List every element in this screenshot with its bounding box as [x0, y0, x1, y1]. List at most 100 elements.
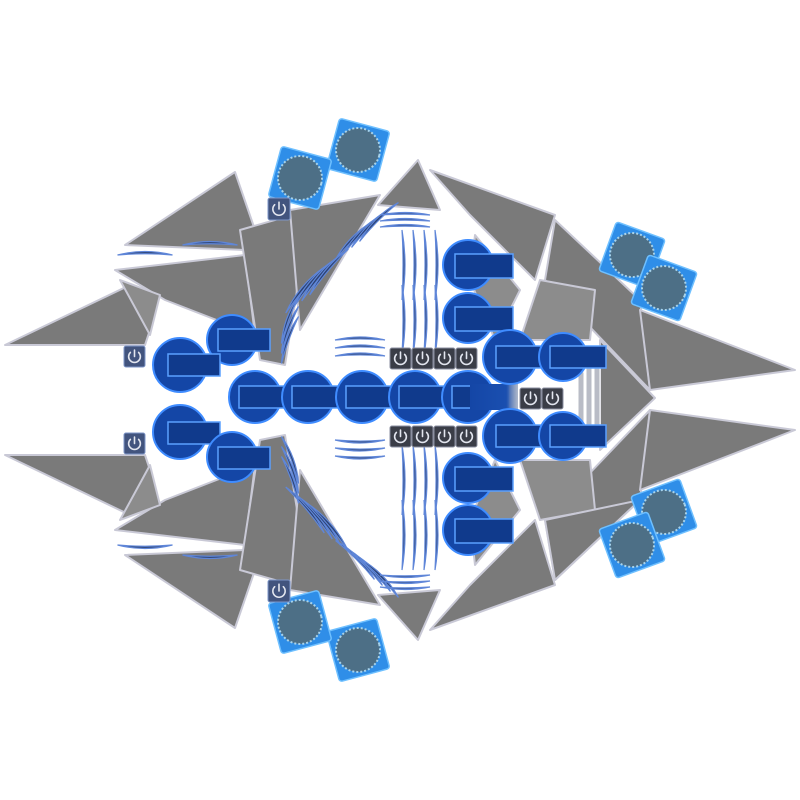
- power-switch[interactable]: [519, 387, 542, 410]
- module-barrel: [454, 518, 514, 544]
- blade-fin: [117, 250, 173, 256]
- power-switch[interactable]: [433, 425, 456, 448]
- power-switch[interactable]: [433, 347, 456, 370]
- blade-fin: [401, 284, 406, 356]
- blade-fin: [182, 240, 238, 246]
- blade-fin: [434, 499, 439, 571]
- weapon-module[interactable]: [388, 370, 456, 424]
- module-barrel: [217, 328, 271, 352]
- blade-fin: [334, 352, 386, 357]
- weapon-module[interactable]: [482, 408, 553, 464]
- blade-fin: [334, 336, 386, 341]
- blade-fin: [412, 499, 417, 571]
- power-switch[interactable]: [389, 425, 412, 448]
- thruster-disc-icon: [641, 265, 687, 311]
- power-icon: [272, 201, 286, 216]
- armor-plate: [429, 519, 556, 631]
- power-icon: [545, 391, 560, 406]
- armor-plate: [639, 309, 796, 391]
- thruster-disc-icon: [277, 155, 323, 201]
- thruster[interactable]: [326, 118, 390, 182]
- power-switch[interactable]: [389, 347, 412, 370]
- module-barrel: [167, 353, 221, 377]
- blade-fin: [379, 580, 431, 585]
- power-switch[interactable]: [411, 425, 434, 448]
- power-switch[interactable]: [455, 347, 478, 370]
- thruster[interactable]: [598, 511, 666, 579]
- blade-fin: [423, 444, 428, 516]
- weapon-module[interactable]: [281, 370, 349, 424]
- blade-fin: [334, 344, 386, 349]
- power-icon: [272, 583, 286, 598]
- blade-fin: [379, 574, 431, 579]
- thruster[interactable]: [268, 590, 332, 654]
- thruster-disc-icon: [335, 627, 381, 673]
- power-switches: [123, 197, 564, 603]
- thruster-disc-icon: [335, 127, 381, 173]
- rail: [585, 367, 593, 433]
- weapon-module[interactable]: [442, 504, 514, 556]
- blade-fin: [359, 202, 399, 242]
- thruster[interactable]: [326, 618, 390, 682]
- weapon-module[interactable]: [538, 332, 607, 382]
- power-switch[interactable]: [123, 432, 146, 455]
- blade-fin: [434, 444, 439, 516]
- power-switch[interactable]: [267, 197, 291, 221]
- blade-fin: [412, 229, 417, 301]
- blade-fin: [379, 217, 431, 222]
- power-switch[interactable]: [267, 579, 291, 603]
- weapon-module[interactable]: [206, 431, 271, 483]
- blade-fin: [423, 284, 428, 356]
- power-icon: [415, 429, 430, 444]
- power-switch[interactable]: [541, 387, 564, 410]
- weapon-module[interactable]: [538, 411, 607, 461]
- blade-fin: [423, 229, 428, 301]
- thruster[interactable]: [630, 478, 698, 546]
- blade-fin: [379, 223, 431, 228]
- power-switch[interactable]: [411, 347, 434, 370]
- power-switch[interactable]: [123, 345, 146, 368]
- blade-fin: [334, 455, 386, 460]
- thrusters: [268, 118, 698, 682]
- armor-plate: [639, 409, 796, 491]
- power-icon: [127, 349, 142, 364]
- blade-fins: [117, 202, 439, 598]
- thruster[interactable]: [630, 254, 698, 322]
- weapon-module[interactable]: [442, 452, 514, 504]
- weapon-module[interactable]: [152, 404, 221, 460]
- thruster[interactable]: [268, 146, 332, 210]
- power-icon: [437, 351, 452, 366]
- power-icon: [459, 429, 474, 444]
- power-switch[interactable]: [455, 425, 478, 448]
- armor-plate: [519, 279, 596, 341]
- power-icon: [437, 429, 452, 444]
- blade-fin: [334, 439, 386, 444]
- power-icon: [415, 351, 430, 366]
- power-icon: [459, 351, 474, 366]
- power-icon: [523, 391, 538, 406]
- blade-fin: [412, 284, 417, 356]
- blade-fin: [434, 284, 439, 356]
- armor-plate: [119, 279, 161, 336]
- weapon-modules: [152, 239, 607, 556]
- blade-fin: [423, 499, 428, 571]
- blade-fin: [401, 229, 406, 301]
- weapon-module[interactable]: [206, 314, 271, 366]
- weapon-module[interactable]: [152, 337, 221, 393]
- blade-fin: [412, 444, 417, 516]
- blade-fin: [379, 586, 431, 591]
- thruster-disc-icon: [277, 599, 323, 645]
- armor-plate: [124, 549, 256, 629]
- weapon-module[interactable]: [442, 239, 514, 291]
- module-barrel: [454, 306, 514, 332]
- module-barrel: [167, 421, 221, 445]
- weapon-module[interactable]: [228, 370, 296, 424]
- power-icon: [393, 351, 408, 366]
- blade-fin: [401, 444, 406, 516]
- thruster-disc-icon: [609, 522, 655, 568]
- blade-fin: [434, 229, 439, 301]
- weapon-module[interactable]: [442, 292, 514, 344]
- module-barrel: [549, 424, 607, 448]
